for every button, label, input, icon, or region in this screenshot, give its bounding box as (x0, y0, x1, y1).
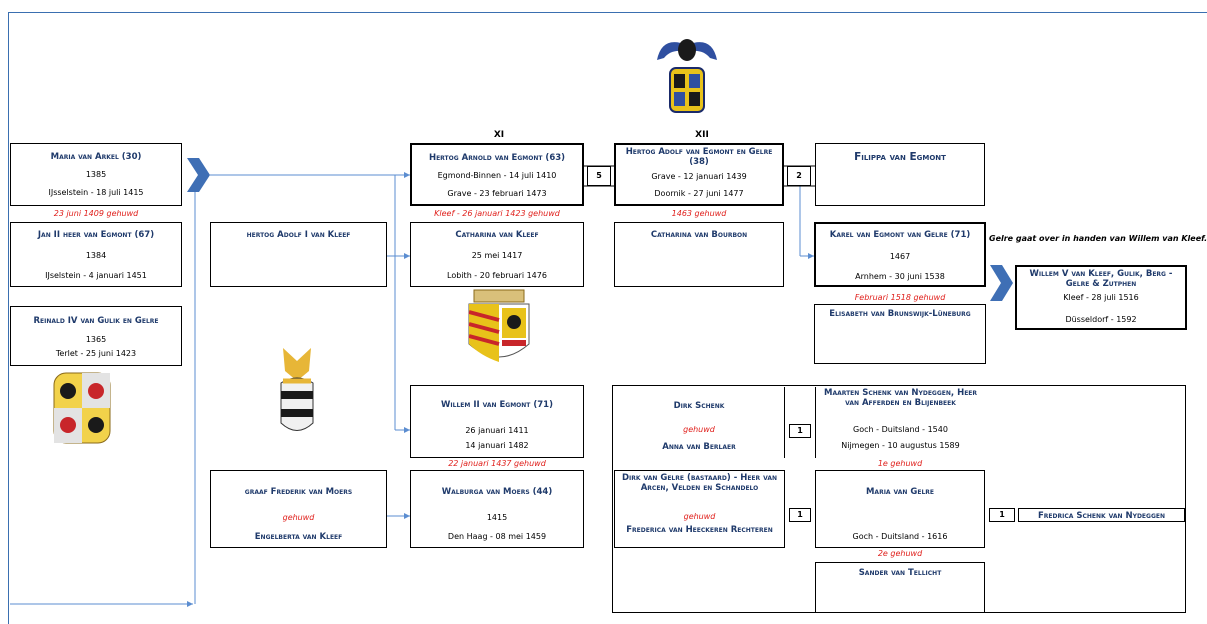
person-card-jan-ii-van-egmont[interactable]: Jan II heer van Egmont (67) 1384 IJselst… (10, 222, 182, 287)
egmont-crest-icon (657, 39, 717, 113)
person-card-catharina-van-bourbon[interactable]: Catharina van Bourbon (614, 222, 784, 287)
married-label: 23 juni 1409 gehuwd (53, 209, 139, 218)
person-card-catharina-van-kleef[interactable]: Catharina van Kleef 25 mei 1417 Lobith -… (410, 222, 584, 287)
generation-label-xii: XII (695, 130, 709, 140)
person-card-willem-v-van-kleef[interactable]: Willem V van Kleef, Gulik, Berg - Gelre … (1015, 265, 1187, 330)
person-card-dirk-schenk[interactable]: Dirk Schenk gehuwd Anna van Berlaer (614, 387, 785, 458)
children-count-badge: 1 (789, 424, 811, 438)
person-card-dirk-van-gelre[interactable]: Dirk van Gelre (bastaard) - Heer van Arc… (614, 470, 785, 548)
person-card-adolf-i-van-kleef[interactable]: hertog Adolf I van Kleef (210, 222, 387, 287)
married-label: Februari 1518 gehuwd (854, 293, 946, 302)
person-card-willem-ii-van-egmont[interactable]: Willem II van Egmont (71) 26 januari 141… (410, 385, 584, 458)
person-card-filippa-van-egmont[interactable]: Filippa van Egmont (815, 143, 985, 206)
transfer-note: Gelre gaat over in handen van Willem van… (989, 234, 1207, 243)
children-count-badge: 1 (989, 508, 1015, 522)
gulik-gelre-arms-icon (53, 372, 111, 444)
married-label: 1463 gehuwd (671, 209, 727, 218)
person-card-elisabeth-van-brunswijk[interactable]: Elisabeth van Brunswijk-Lüneburg (814, 304, 986, 364)
children-count-badge: 2 (787, 166, 811, 186)
person-card-maarten-schenk[interactable]: Maarten Schenk van Nydeggen, Heer van Af… (815, 387, 985, 458)
person-card-maria-van-gelre[interactable]: Maria van Gelre Goch - Duitsland - 1616 (815, 470, 985, 548)
married-label: Kleef - 26 januari 1423 gehuwd (434, 209, 560, 218)
children-count-badge: 5 (587, 166, 611, 186)
frame-left-line (8, 12, 9, 624)
generation-label-xi: XI (493, 130, 505, 140)
person-card-arnold-van-egmont[interactable]: Hertog Arnold van Egmont (63) Egmond-Bin… (410, 143, 584, 206)
person-card-adolf-van-egmont[interactable]: Hertog Adolf van Egmont en Gelre (38) Gr… (614, 143, 784, 206)
person-card-walburga-van-moers[interactable]: Walburga van Moers (44) 1415 Den Haag - … (410, 470, 584, 548)
person-card-fredrica-schenk[interactable]: Fredrica Schenk van Nydeggen (1018, 508, 1185, 522)
married-label: 22 januari 1437 gehuwd (448, 459, 546, 468)
person-card-maria-van-arkel[interactable]: Maria van Arkel (30) 1385 IJsselstein - … (10, 143, 182, 206)
children-count-badge: 1 (789, 508, 811, 522)
person-card-karel-van-egmont[interactable]: Karel van Egmont van Gelre (71) 1467 Arn… (814, 222, 986, 287)
frame-top-line (8, 12, 1207, 13)
person-card-sander-van-tellicht[interactable]: Sander van Tellicht (815, 562, 985, 613)
married-label: 2e gehuwd (877, 549, 923, 558)
person-card-reinald-iv[interactable]: Reinald IV van Gulik en Gelre 1365 Terle… (10, 306, 182, 366)
person-card-frederik-van-moers[interactable]: graaf Frederik van Moers gehuwd Engelber… (210, 470, 387, 548)
kleef-crest-icon (280, 348, 314, 431)
married-label: 1e gehuwd (877, 459, 923, 468)
egmont-kleef-arms-icon (468, 289, 530, 362)
